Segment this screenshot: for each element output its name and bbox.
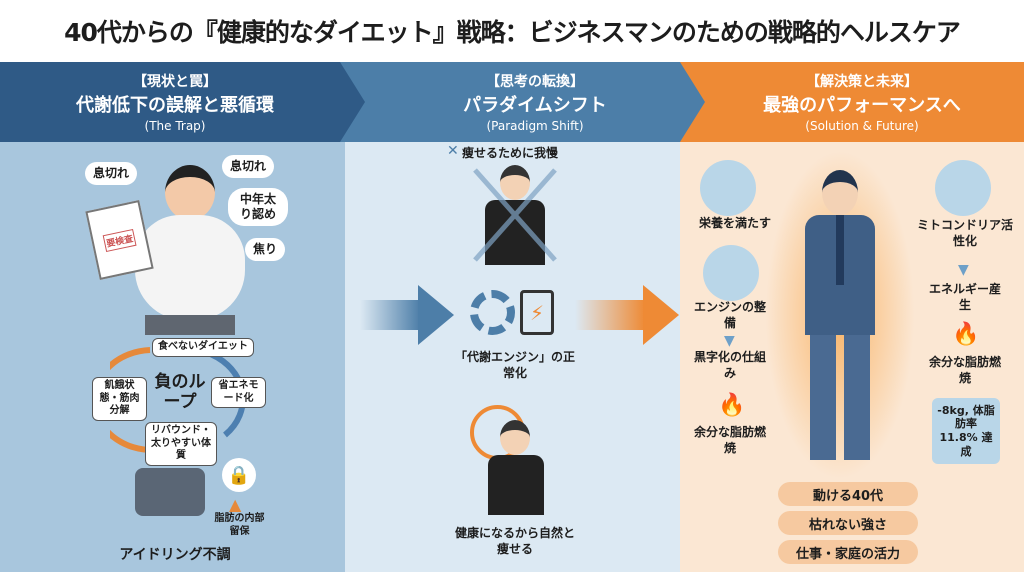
lock-icon: 🔒: [222, 458, 256, 492]
solution-right-label: ミトコンドリア活性化: [916, 218, 1013, 248]
benefit-pill: 動ける40代: [778, 482, 918, 506]
section-sub: (The Trap): [144, 119, 206, 133]
arrow-down-icon: ▼: [958, 262, 969, 278]
nutrition-cells-icon: [700, 160, 756, 216]
loop-step: リバウンド・太りやすい体質: [145, 422, 217, 466]
solution-left-label: 余分な脂肪燃焼: [693, 425, 766, 455]
section-tag: 【現状と罠】: [133, 74, 217, 90]
thought-bubble: 焦り: [245, 238, 286, 261]
lock-label: 脂肪の内部留保: [214, 513, 265, 537]
solution-left-label: 栄養を満たす: [698, 216, 771, 230]
battery-icon: ⚡: [520, 290, 554, 335]
mitochondria-icon: [703, 245, 759, 301]
clipboard-label: 要検査: [102, 228, 137, 252]
section-heading: 最強のパフォーマンスへ: [763, 95, 961, 116]
cross-icon: ✕: [447, 143, 459, 159]
arrow-head-orange: [643, 285, 679, 345]
loop-center-label: 負のループ: [154, 372, 206, 413]
loop-step: 飢餓状態・筋肉分解: [92, 377, 147, 421]
solution-left-label: 黒字化の仕組み: [693, 350, 766, 380]
shift-bottom-label: 健康になるから自然と痩せる: [455, 526, 576, 556]
arrow-head-blue: [418, 285, 454, 345]
shift-top-label: 痩せるために我慢: [462, 146, 559, 160]
section-heading: パラダイムシフト: [463, 95, 607, 116]
solution-right-label: 余分な脂肪燃焼: [928, 355, 1001, 385]
section-header-shift: 【思考の転換】 パラダイムシフト (Paradigm Shift): [340, 62, 710, 142]
arrow-right-orange: [575, 300, 645, 330]
section-header-solution: 【解決策と未来】 最強のパフォーマンスへ (Solution & Future): [680, 62, 1024, 142]
benefit-pill: 仕事・家庭の活力: [778, 540, 918, 564]
section-header-trap: 【現状と罠】 代謝低下の誤解と悪循環 (The Trap): [0, 62, 370, 142]
gear-battery-icon: ⚡: [470, 285, 560, 340]
loop-arrow-orange: [110, 347, 156, 454]
page-title: 40代からの『健康的なダイエット』戦略：ビジネスマンのための戦略的ヘルスケア: [64, 18, 961, 47]
arrow-right-blue: [360, 300, 420, 330]
arrow-down-icon: ▼: [724, 333, 735, 349]
section-sub: (Paradigm Shift): [486, 119, 584, 133]
loop-step: 食べないダイエット: [152, 338, 254, 357]
engine-label: アイドリング不調: [119, 547, 231, 563]
woman-energetic-illustration: [470, 400, 560, 515]
result-text: -8kg, 体脂肪率 11.8% 達成: [937, 403, 995, 458]
gear-icon: [470, 290, 515, 335]
solution-left-label: エンジンの整備: [693, 300, 766, 330]
flame-icon: 🔥: [952, 322, 980, 347]
section-tag: 【解決策と未来】: [806, 74, 918, 90]
thought-bubble: 息切れ: [222, 155, 275, 178]
flame-icon: 🔥: [718, 393, 746, 418]
woman-holding-back-illustration: [473, 165, 557, 265]
mitochondria-icon: [935, 160, 991, 216]
section-heading: 代謝低下の誤解と悪循環: [76, 95, 274, 116]
section-tag: 【思考の転換】: [486, 74, 584, 90]
shift-middle-label: 「代謝エンジン」の正常化: [455, 350, 576, 380]
overweight-man-illustration: [130, 165, 250, 335]
solution-right-label: エネルギー産生: [928, 282, 1001, 312]
loop-step: 省エネモード化: [211, 377, 266, 408]
engine-illustration: [135, 468, 205, 516]
warning-icon: ▲: [229, 495, 242, 514]
benefit-pill: 枯れない強さ: [778, 511, 918, 535]
section-sub: (Solution & Future): [805, 119, 919, 133]
thought-bubble: 中年太り認め: [228, 188, 288, 226]
result-callout: -8kg, 体脂肪率 11.8% 達成: [932, 398, 1000, 464]
thought-bubble: 息切れ: [85, 162, 138, 185]
businessman-illustration: [800, 170, 880, 470]
